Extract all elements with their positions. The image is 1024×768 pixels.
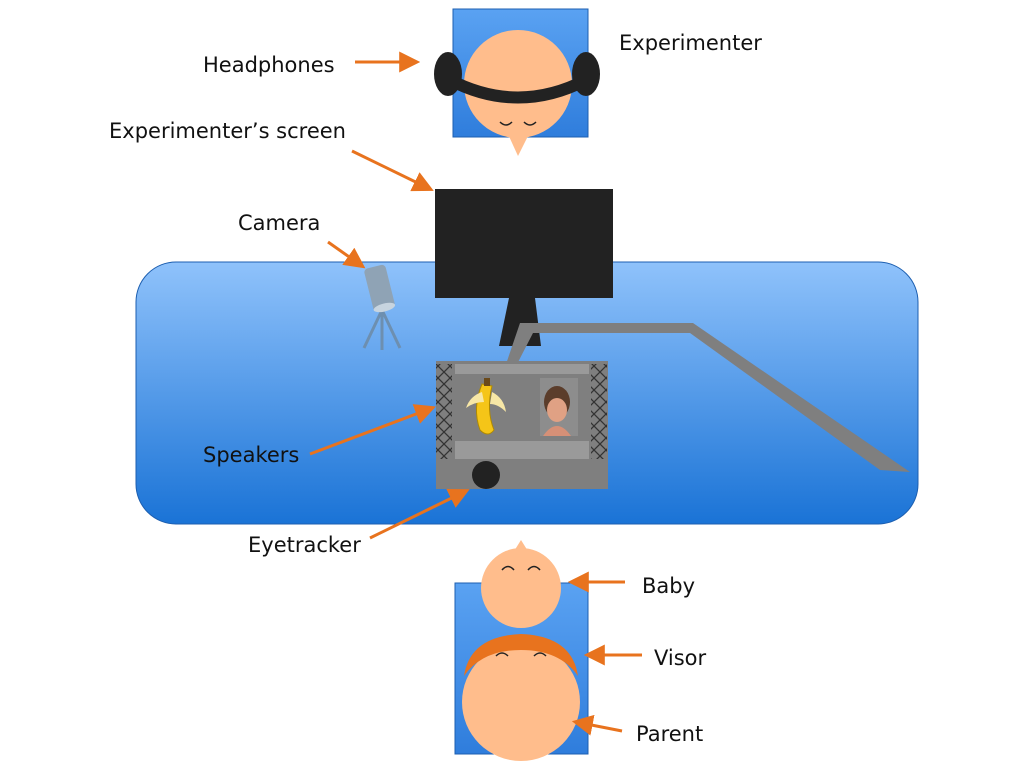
arrow-camera xyxy=(327,240,366,269)
monitor-screen xyxy=(435,189,613,298)
experimenter-eye-right xyxy=(523,121,537,126)
stimulus-screen xyxy=(436,361,608,489)
arrow-speakers xyxy=(309,404,436,456)
experimenter-monitor xyxy=(435,189,613,346)
child-photo xyxy=(540,378,578,436)
arrow-experimenters-screen xyxy=(351,149,434,192)
arrow-eyetracker xyxy=(369,488,470,540)
arrow-parent xyxy=(571,714,623,736)
headphones-right-cup xyxy=(572,52,600,96)
headphones-band xyxy=(447,74,589,104)
camera-tripod xyxy=(362,264,402,350)
label-experimenter: Experimenter xyxy=(619,31,762,55)
experimenter-head xyxy=(464,30,572,138)
screen-bar-top xyxy=(455,364,589,374)
parent-baby-figure xyxy=(462,540,580,761)
speaker-left xyxy=(436,364,452,459)
baby-eye-left xyxy=(501,565,515,571)
label-speakers: Speakers xyxy=(203,443,300,467)
parent-eye-right xyxy=(533,652,547,657)
visor xyxy=(464,634,578,676)
camera-body xyxy=(364,264,395,312)
experimenter-nose xyxy=(507,132,530,156)
label-camera: Camera xyxy=(238,211,321,235)
label-eyetracker: Eyetracker xyxy=(248,533,361,557)
experimenter-figure xyxy=(434,30,600,156)
baby-head xyxy=(481,548,561,628)
camera-lens xyxy=(373,302,396,313)
eyetracker-device xyxy=(472,461,500,489)
label-parent: Parent xyxy=(636,722,704,746)
label-experimenters-screen: Experimenter’s screen xyxy=(109,119,346,143)
stimulus-screen-frame xyxy=(436,361,608,489)
experimenter-eye-left xyxy=(499,121,513,126)
label-baby: Baby xyxy=(642,574,696,598)
parent-head xyxy=(462,643,580,761)
banana-image xyxy=(466,378,506,435)
cable xyxy=(504,323,910,472)
callout-arrows xyxy=(309,51,642,736)
screen-bar-bottom xyxy=(455,441,589,459)
parent-eye-left xyxy=(495,652,509,657)
label-visor: Visor xyxy=(654,646,707,670)
label-headphones: Headphones xyxy=(203,53,335,77)
headphones-left-cup xyxy=(434,52,462,96)
speaker-right xyxy=(591,364,607,459)
baby-eye-right xyxy=(527,565,541,571)
